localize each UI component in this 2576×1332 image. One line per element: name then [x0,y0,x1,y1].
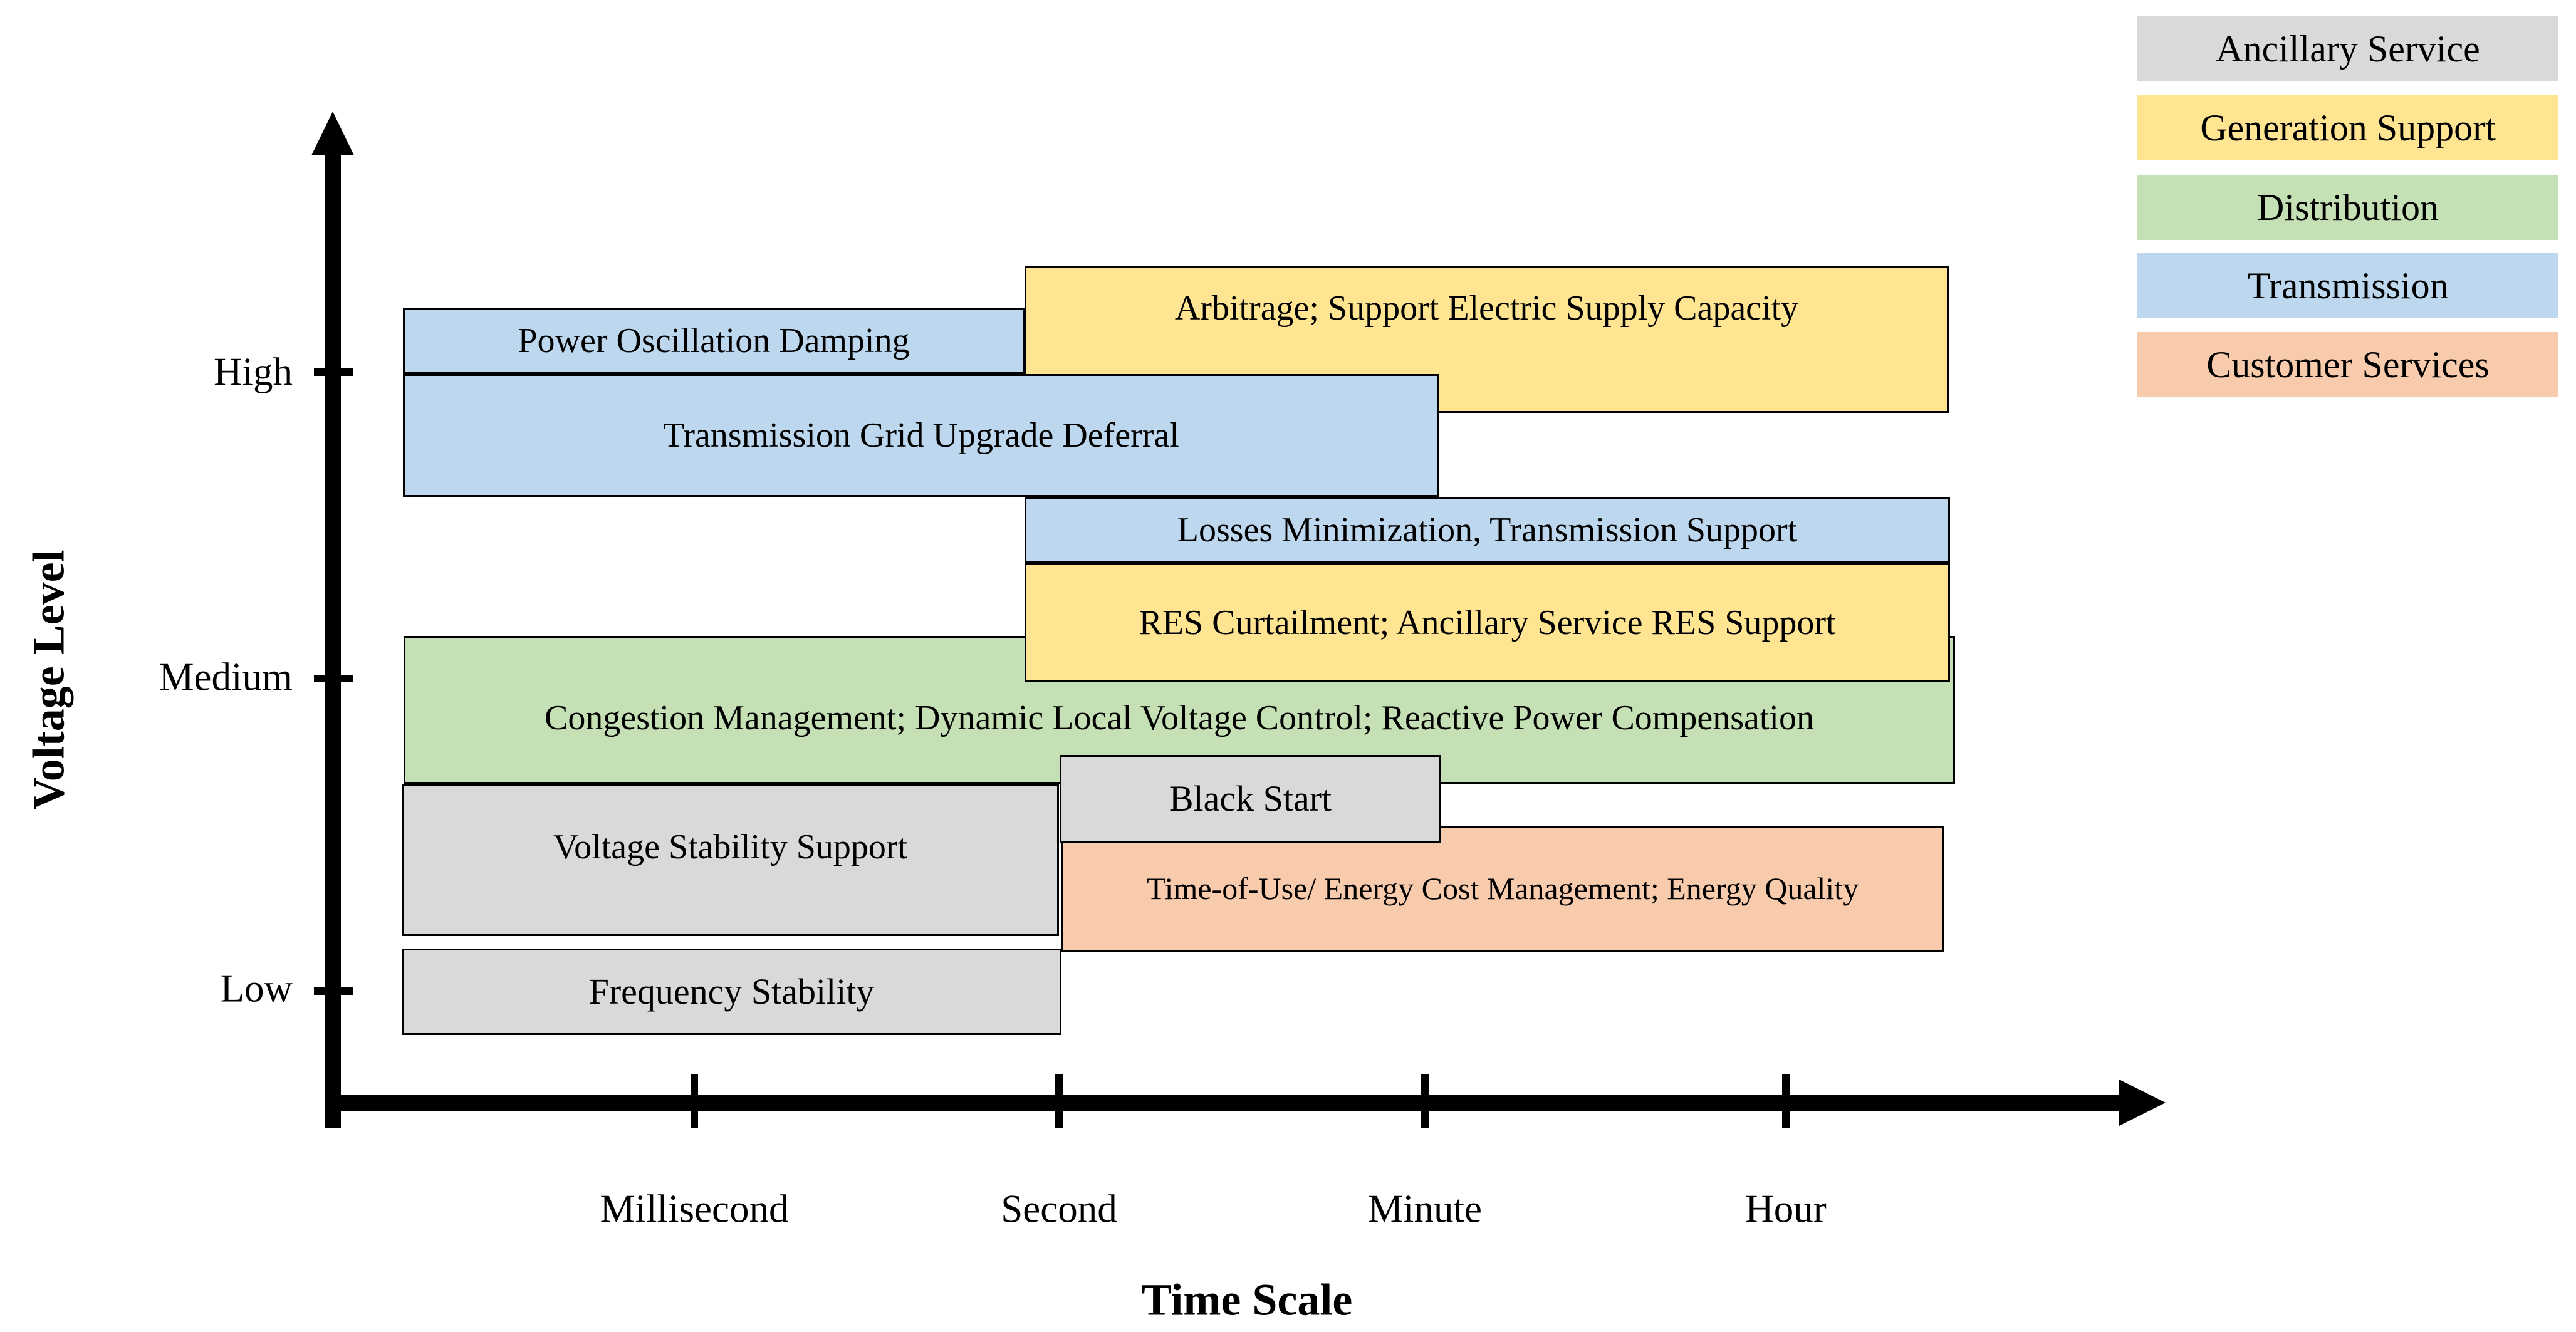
box-label: Frequency Stability [588,970,875,1012]
legend-item-transmission: Transmission [2137,253,2558,318]
box-label: Losses Minimization, Transmission Suppor… [1177,510,1798,549]
x-tick-label-millisecond: Millisecond [600,1187,789,1231]
box-label: Transmission Grid Upgrade Deferral [663,415,1179,455]
x-tick-label-second: Second [1001,1187,1117,1231]
x-axis-title: Time Scale [1141,1274,1353,1325]
legend-item-distribution: Distribution [2137,175,2558,240]
box-label: RES Curtailment; Ancillary Service RES S… [1139,603,1836,642]
box-voltage-stability-support: Voltage Stability Support [402,784,1059,936]
box-power-oscillation-damping: Power Oscillation Damping [403,308,1025,374]
box-losses-minimization-transmission-support: Losses Minimization, Transmission Suppor… [1025,497,1950,563]
x-tick-second [1055,1074,1063,1128]
x-axis-arrow-icon [2119,1080,2166,1126]
box-label: Power Oscillation Damping [518,321,910,360]
y-tick-label-low: Low [220,966,293,1011]
y-tick-label-high: High [214,350,293,394]
x-tick-label-hour: Hour [1745,1187,1827,1231]
y-tick-low [314,987,353,995]
y-axis-line [325,145,341,1128]
y-axis-title: Voltage Level [23,549,74,810]
x-tick-hour [1782,1074,1790,1128]
x-tick-minute [1421,1074,1429,1128]
x-tick-millisecond [691,1074,698,1128]
y-tick-label-medium: Medium [159,655,293,699]
y-tick-medium [314,675,353,682]
box-transmission-grid-upgrade-deferral: Transmission Grid Upgrade Deferral [403,374,1439,497]
legend-label: Distribution [2256,186,2439,228]
x-tick-label-minute: Minute [1368,1187,1482,1231]
box-frequency-stability: Frequency Stability [402,949,1061,1035]
box-label: Black Start [1169,778,1332,819]
legend-item-generation-support: Generation Support [2137,95,2558,160]
legend-label: Customer Services [2206,343,2490,385]
legend-label: Generation Support [2200,107,2496,148]
legend-label: Ancillary Service [2216,28,2480,70]
box-res-curtailment-ancillary-service-res-support: RES Curtailment; Ancillary Service RES S… [1025,563,1950,682]
box-label: Arbitrage; Support Electric Supply Capac… [1174,289,1799,328]
box-black-start: Black Start [1060,755,1441,843]
box-time-of-use-energy-cost-management: Time-of-Use/ Energy Cost Management; Ene… [1061,826,1944,952]
legend-item-ancillary-service: Ancillary Service [2137,16,2558,81]
box-label: Congestion Management; Dynamic Local Vol… [545,698,1814,737]
legend-label: Transmission [2247,264,2449,306]
y-axis-arrow-icon [311,112,354,155]
legend-item-customer-services: Customer Services [2137,332,2558,397]
x-axis-line [325,1095,2123,1111]
box-label: Time-of-Use/ Energy Cost Management; Ene… [1146,870,1859,906]
y-tick-high [314,368,353,376]
box-label: Voltage Stability Support [553,828,908,867]
